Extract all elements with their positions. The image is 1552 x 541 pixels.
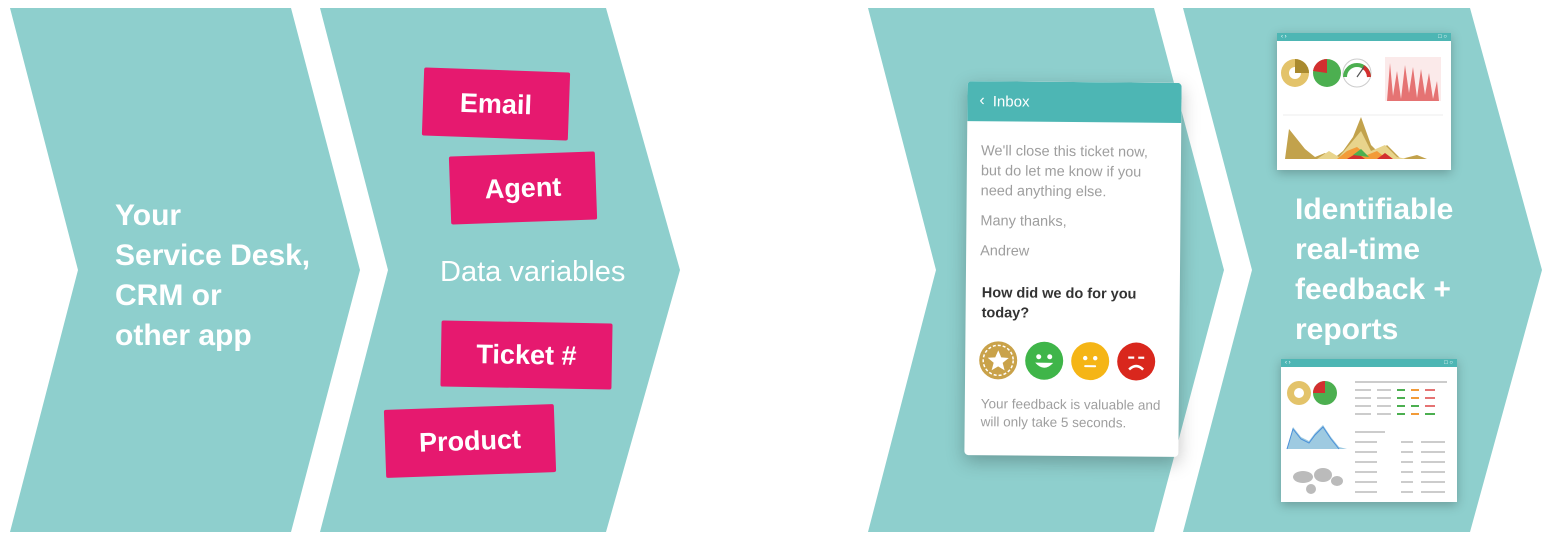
reports-line: feedback + [1295,273,1451,306]
service-desk-line: Your [115,199,182,232]
message-signature: Andrew [980,243,1030,260]
survey-question: How did we do for you today? [981,285,1137,322]
neutral-face-icon[interactable] [1071,341,1110,381]
happy-face-icon[interactable] [1025,341,1064,380]
reports-label: Identifiable real-time feedback + report… [1295,190,1453,350]
star-face-icon[interactable] [979,341,1018,380]
chevron-data-variables [320,8,680,532]
nav-arrows-icon: ‹ › [1281,34,1287,40]
window-controls-icon: □ ○ [1444,360,1453,366]
inbox-header[interactable]: ‹ Inbox [967,81,1182,123]
rating-faces [965,341,1179,381]
data-variables-label: Data variables [440,256,626,288]
dashboard-report-graphic [1286,381,1447,494]
reports-line: real-time [1295,233,1421,266]
service-desk-label: Your Service Desk, CRM or other app [115,196,310,356]
feedback-note: Your feedback is valuable and will only … [980,396,1161,431]
dashboard-charts-graphic [1281,57,1443,159]
window-controls-icon: □ ○ [1438,34,1447,40]
tag-agent: Agent [448,151,598,225]
service-desk-line: other app [115,319,252,352]
dashboard-toolbar: ‹ › □ ○ [1277,33,1451,41]
reports-line: Identifiable [1295,193,1454,226]
inbox-title: Inbox [992,92,1030,111]
nav-arrows-icon: ‹ › [1285,360,1291,366]
reports-line: reports [1295,313,1399,346]
tag-ticket: Ticket # [440,320,613,390]
sad-face-icon[interactable] [1117,342,1156,381]
tag-product: Product [383,404,557,478]
service-desk-line: CRM or [115,279,222,312]
message-body: We'll close this ticket now, but do let … [980,143,1148,201]
tag-email: Email [421,67,571,141]
message-signoff: Many thanks, [980,213,1067,230]
report-dashboard-bottom: ‹ › □ ○ [1281,359,1457,502]
chevron-left-icon[interactable]: ‹ [979,92,985,110]
survey-phone: ‹ Inbox We'll close this ticket now, but… [964,81,1182,457]
chevron-service-desk [10,8,360,532]
dashboard-toolbar: ‹ › □ ○ [1281,359,1457,367]
service-desk-line: Service Desk, [115,239,311,272]
report-dashboard-top: ‹ › □ ○ [1277,33,1451,170]
